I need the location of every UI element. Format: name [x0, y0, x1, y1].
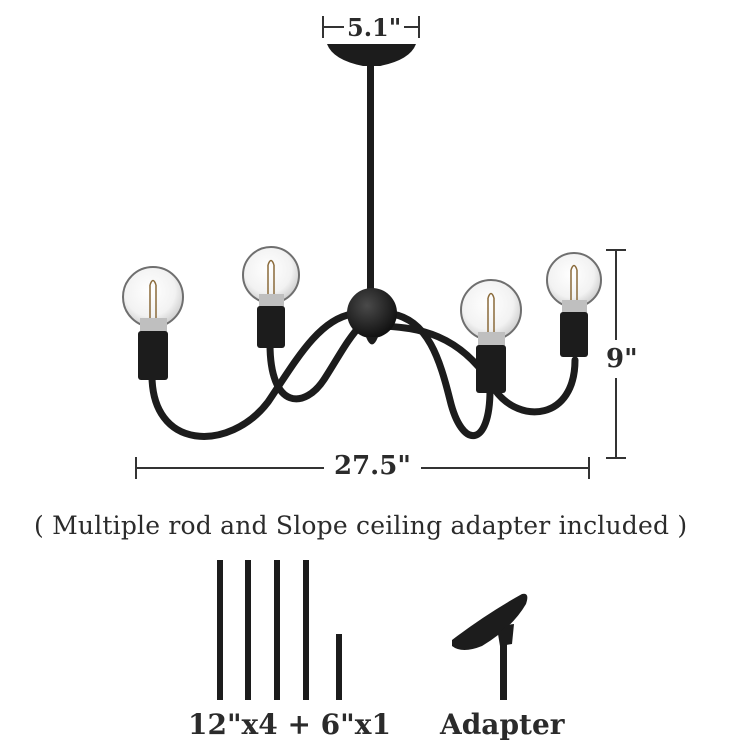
- down-rod: [367, 62, 374, 292]
- extension-rods: [217, 560, 342, 700]
- hub-finial: [366, 337, 378, 345]
- slope-ceiling-adapter: [452, 593, 528, 700]
- fixture-width-label: 27.5": [324, 453, 421, 479]
- bulb-1: [122, 266, 184, 380]
- center-hub: [347, 288, 397, 338]
- bulb-2: [242, 246, 300, 348]
- bulb-3: [460, 279, 522, 393]
- rods-label: 12"x4 + 6"x1: [188, 708, 391, 741]
- canopy-width-label: 5.1": [344, 16, 405, 40]
- ceiling-canopy: [327, 44, 416, 66]
- adapter-label: Adapter: [440, 708, 565, 741]
- included-parts-note: ( Multiple rod and Slope ceiling adapter…: [34, 511, 688, 540]
- bulb-4: [546, 252, 602, 357]
- fixture-height-label: 9": [606, 340, 638, 378]
